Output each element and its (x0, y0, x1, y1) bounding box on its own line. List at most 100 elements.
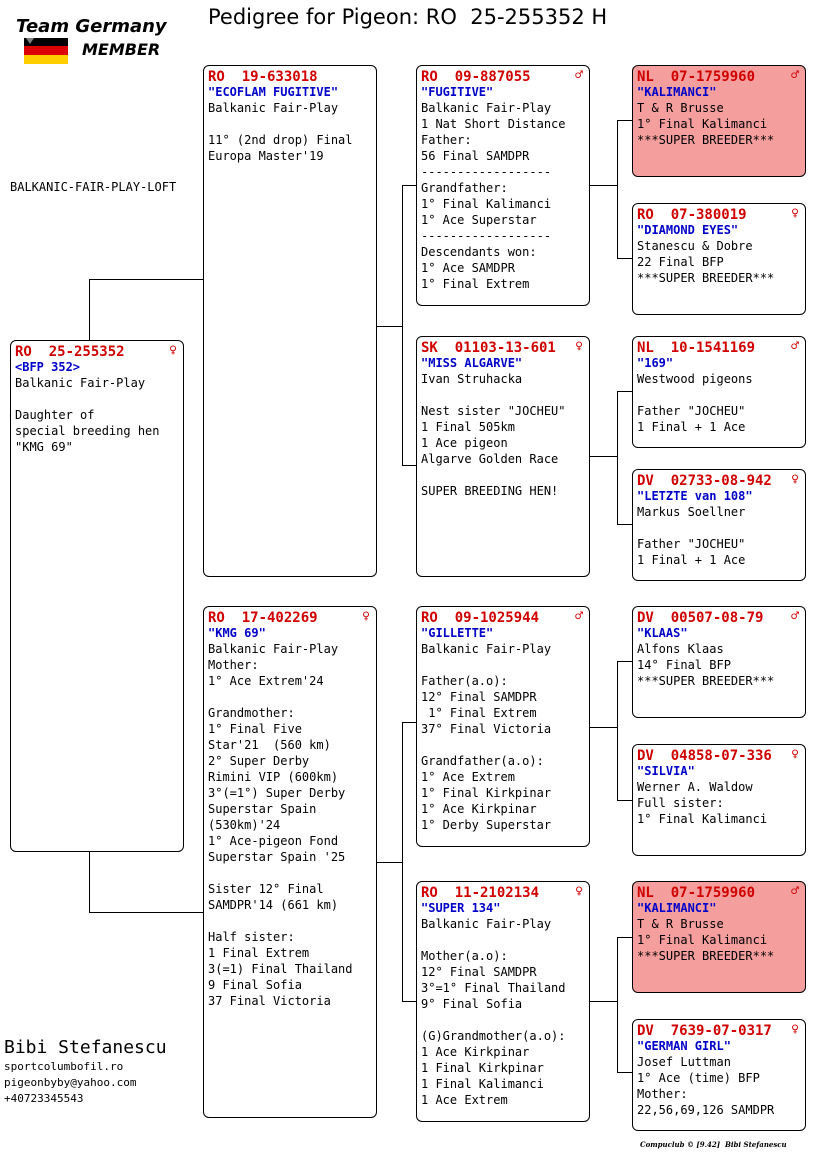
pigeon-info-line: Daughter of (15, 408, 95, 422)
pigeon-name: "ECOFLAM FUGITIVE" (208, 85, 339, 99)
female-symbol-icon: ♀ (791, 472, 799, 487)
pigeon-info-line (208, 913, 372, 929)
pigeon-info-line: SUPER BREEDING HEN! (421, 484, 559, 498)
loft-name: BALKANIC-FAIR-PLAY-LOFT (10, 180, 177, 194)
pigeon-name: "169" (637, 356, 674, 370)
male-symbol-icon: ♂ (791, 884, 799, 899)
breeder-info: Bibi Stefanescu sportcolumbofil.ro pigeo… (4, 1037, 194, 1107)
pigeon-info-line: Alfons Klaas (637, 642, 724, 656)
pigeon-name: "SILVIA" (637, 764, 695, 778)
pigeon-info-line: 3(=1) Final Thailand (208, 962, 353, 976)
breeder-name: Bibi Stefanescu (4, 1037, 167, 1058)
pigeon-info-line: 1° Ace Extrem (421, 770, 515, 784)
ring-number: DV 7639-07-0317 (637, 1023, 772, 1039)
ring-number: RO 09-887055 (421, 69, 531, 85)
pigeon-info-line: Balkanic Fair-Play (15, 376, 146, 390)
pigeon-info-line: 14° Final BFP (637, 658, 731, 672)
pigeon-info-line (421, 467, 585, 483)
female-symbol-icon: ♀ (575, 884, 583, 899)
pigeon-info-line: Nest sister "JOCHEU" (421, 404, 566, 418)
pigeon-info-line: Josef Luttman (637, 1055, 731, 1069)
pigeon-info-line: T & R Brusse (637, 101, 724, 115)
pigeon-info-line: Star'21 (560 km) (208, 738, 331, 752)
breeder-email[interactable]: pigeonbyby@yahoo.com (4, 1076, 137, 1089)
pigeon-name: "KLAAS" (637, 626, 688, 640)
pigeon-info-line: Mother(a.o): (421, 949, 508, 963)
pigeon-card-sds[interactable]: NL 10-1541169♂"169"Westwood pigeons Fath… (632, 336, 806, 448)
pigeon-info-line: Grandmother: (208, 706, 295, 720)
pigeon-info-line: 2° Super Derby (208, 754, 310, 768)
ring-number: RO 09-1025944 (421, 610, 540, 626)
pigeon-card-sdd[interactable]: DV 02733-08-942♀"LETZTE van 108"Markus S… (632, 469, 806, 581)
pigeon-info-line: "KMG 69" (15, 440, 73, 454)
pigeon-info-line: Rimini VIP (600km) (208, 770, 339, 784)
pigeon-card-sire-dam[interactable]: SK 01103-13-601♀"MISS ALGARVE"Ivan Struh… (416, 336, 590, 577)
ring-number: NL 10-1541169 (637, 340, 756, 356)
pigeon-info-line: 1° Final Kalimanci (637, 933, 768, 947)
pigeon-info-line (637, 520, 801, 536)
pigeon-info-line: 1 Final 505km (421, 420, 515, 434)
pigeon-info-line: 1° Ace (time) BFP (637, 1071, 760, 1085)
pigeon-card-sire-sire[interactable]: RO 09-887055♂"FUGITIVE"Balkanic Fair-Pla… (416, 65, 590, 306)
pigeon-card-subject[interactable]: RO 25-255352♀<BFP 352>Balkanic Fair-Play… (10, 340, 184, 852)
female-symbol-icon: ♀ (362, 609, 370, 624)
logo-line1: Team Germany (16, 16, 167, 37)
pigeon-info-line: Mother: (637, 1087, 688, 1101)
pigeon-info-line: Father: (421, 133, 472, 147)
male-symbol-icon: ♂ (791, 609, 799, 624)
pigeon-card-ddd[interactable]: DV 7639-07-0317♀"GERMAN GIRL"Josef Luttm… (632, 1019, 806, 1131)
pigeon-name: "KALIMANCI" (637, 85, 717, 99)
footer-credit: Compuclub © [9.42] Bibi Stefanescu (640, 1140, 787, 1149)
pigeon-info-line (421, 1012, 585, 1028)
pigeon-info-line: (530km)'24 (208, 818, 281, 832)
ring-number: RO 07-380019 (637, 207, 747, 223)
pigeon-info-line: 12° Final SAMDPR (421, 690, 537, 704)
pigeon-info-line: ------------------ (421, 165, 552, 179)
pigeon-name: "LETZTE van 108" (637, 489, 753, 503)
pigeon-info-line: 3°(=1°) Super Derby (208, 786, 346, 800)
pigeon-info-line: Balkanic Fair-Play (208, 642, 339, 656)
pigeon-card-dam-dam[interactable]: RO 11-2102134♀"SUPER 134"Balkanic Fair-P… (416, 881, 590, 1122)
male-symbol-icon: ♂ (791, 339, 799, 354)
pigeon-info-line (208, 865, 372, 881)
pigeon-info-line (421, 737, 585, 753)
pigeon-info-line: 9 Final Sofia (208, 978, 302, 992)
pigeon-card-dsd[interactable]: DV 04858-07-336♀"SILVIA"Werner A. Waldow… (632, 744, 806, 856)
team-germany-logo: Team Germany MEMBER (14, 14, 174, 68)
pigeon-info-line: 9° Final Sofia (421, 997, 523, 1011)
pigeon-info-line: Westwood pigeons (637, 372, 753, 386)
breeder-website[interactable]: sportcolumbofil.ro (4, 1060, 124, 1073)
pigeon-info-line (421, 932, 585, 948)
pigeon-info-line: 1 Nat Short Distance (421, 117, 566, 131)
pigeon-card-dam-sire[interactable]: RO 09-1025944♂"GILLETTE"Balkanic Fair-Pl… (416, 606, 590, 847)
pigeon-info-line: Balkanic Fair-Play (208, 101, 339, 115)
pigeon-info-line: Superstar Spain '25 (208, 850, 346, 864)
pigeon-info-line: 1° Final Kalimanci (637, 117, 768, 131)
pigeon-info-line: Father(a.o): (421, 674, 508, 688)
pigeon-info-line: 3°=1° Final Thailand (421, 981, 566, 995)
page-title: Pedigree for Pigeon: RO 25-255352 H (208, 5, 608, 29)
pigeon-name: "DIAMOND EYES" (637, 223, 739, 237)
pigeon-info-line: 11° (2nd drop) Final (208, 133, 353, 147)
pigeon-info-line: ***SUPER BREEDER*** (637, 674, 775, 688)
ring-number: SK 01103-13-601 (421, 340, 556, 356)
pigeon-info-line: 1° Ace Superstar (421, 213, 537, 227)
pigeon-info-line: 1 Final + 1 Ace (637, 553, 746, 567)
pigeon-name: "KMG 69" (208, 626, 266, 640)
pigeon-card-sire[interactable]: RO 19-633018"ECOFLAM FUGITIVE" Balkanic F… (203, 65, 377, 577)
pigeon-info-line: Balkanic Fair-Play (421, 917, 552, 931)
pigeon-card-ssd[interactable]: RO 07-380019♀"DIAMOND EYES"Stanescu & Do… (632, 203, 806, 315)
pigeon-name: <BFP 352> (15, 360, 81, 374)
pigeon-info-line: ------------------ (421, 229, 552, 243)
pigeon-info-line: 1° Ace SAMDPR (421, 261, 515, 275)
pigeon-info-line: Full sister: (637, 796, 724, 810)
pigeon-info-line: Superstar Spain (208, 802, 317, 816)
ring-number: RO 19-633018 (208, 69, 318, 85)
ring-number: RO 25-255352 (15, 344, 125, 360)
pigeon-info-line: ***SUPER BREEDER*** (637, 271, 775, 285)
pigeon-info-line: Grandfather(a.o): (421, 754, 544, 768)
